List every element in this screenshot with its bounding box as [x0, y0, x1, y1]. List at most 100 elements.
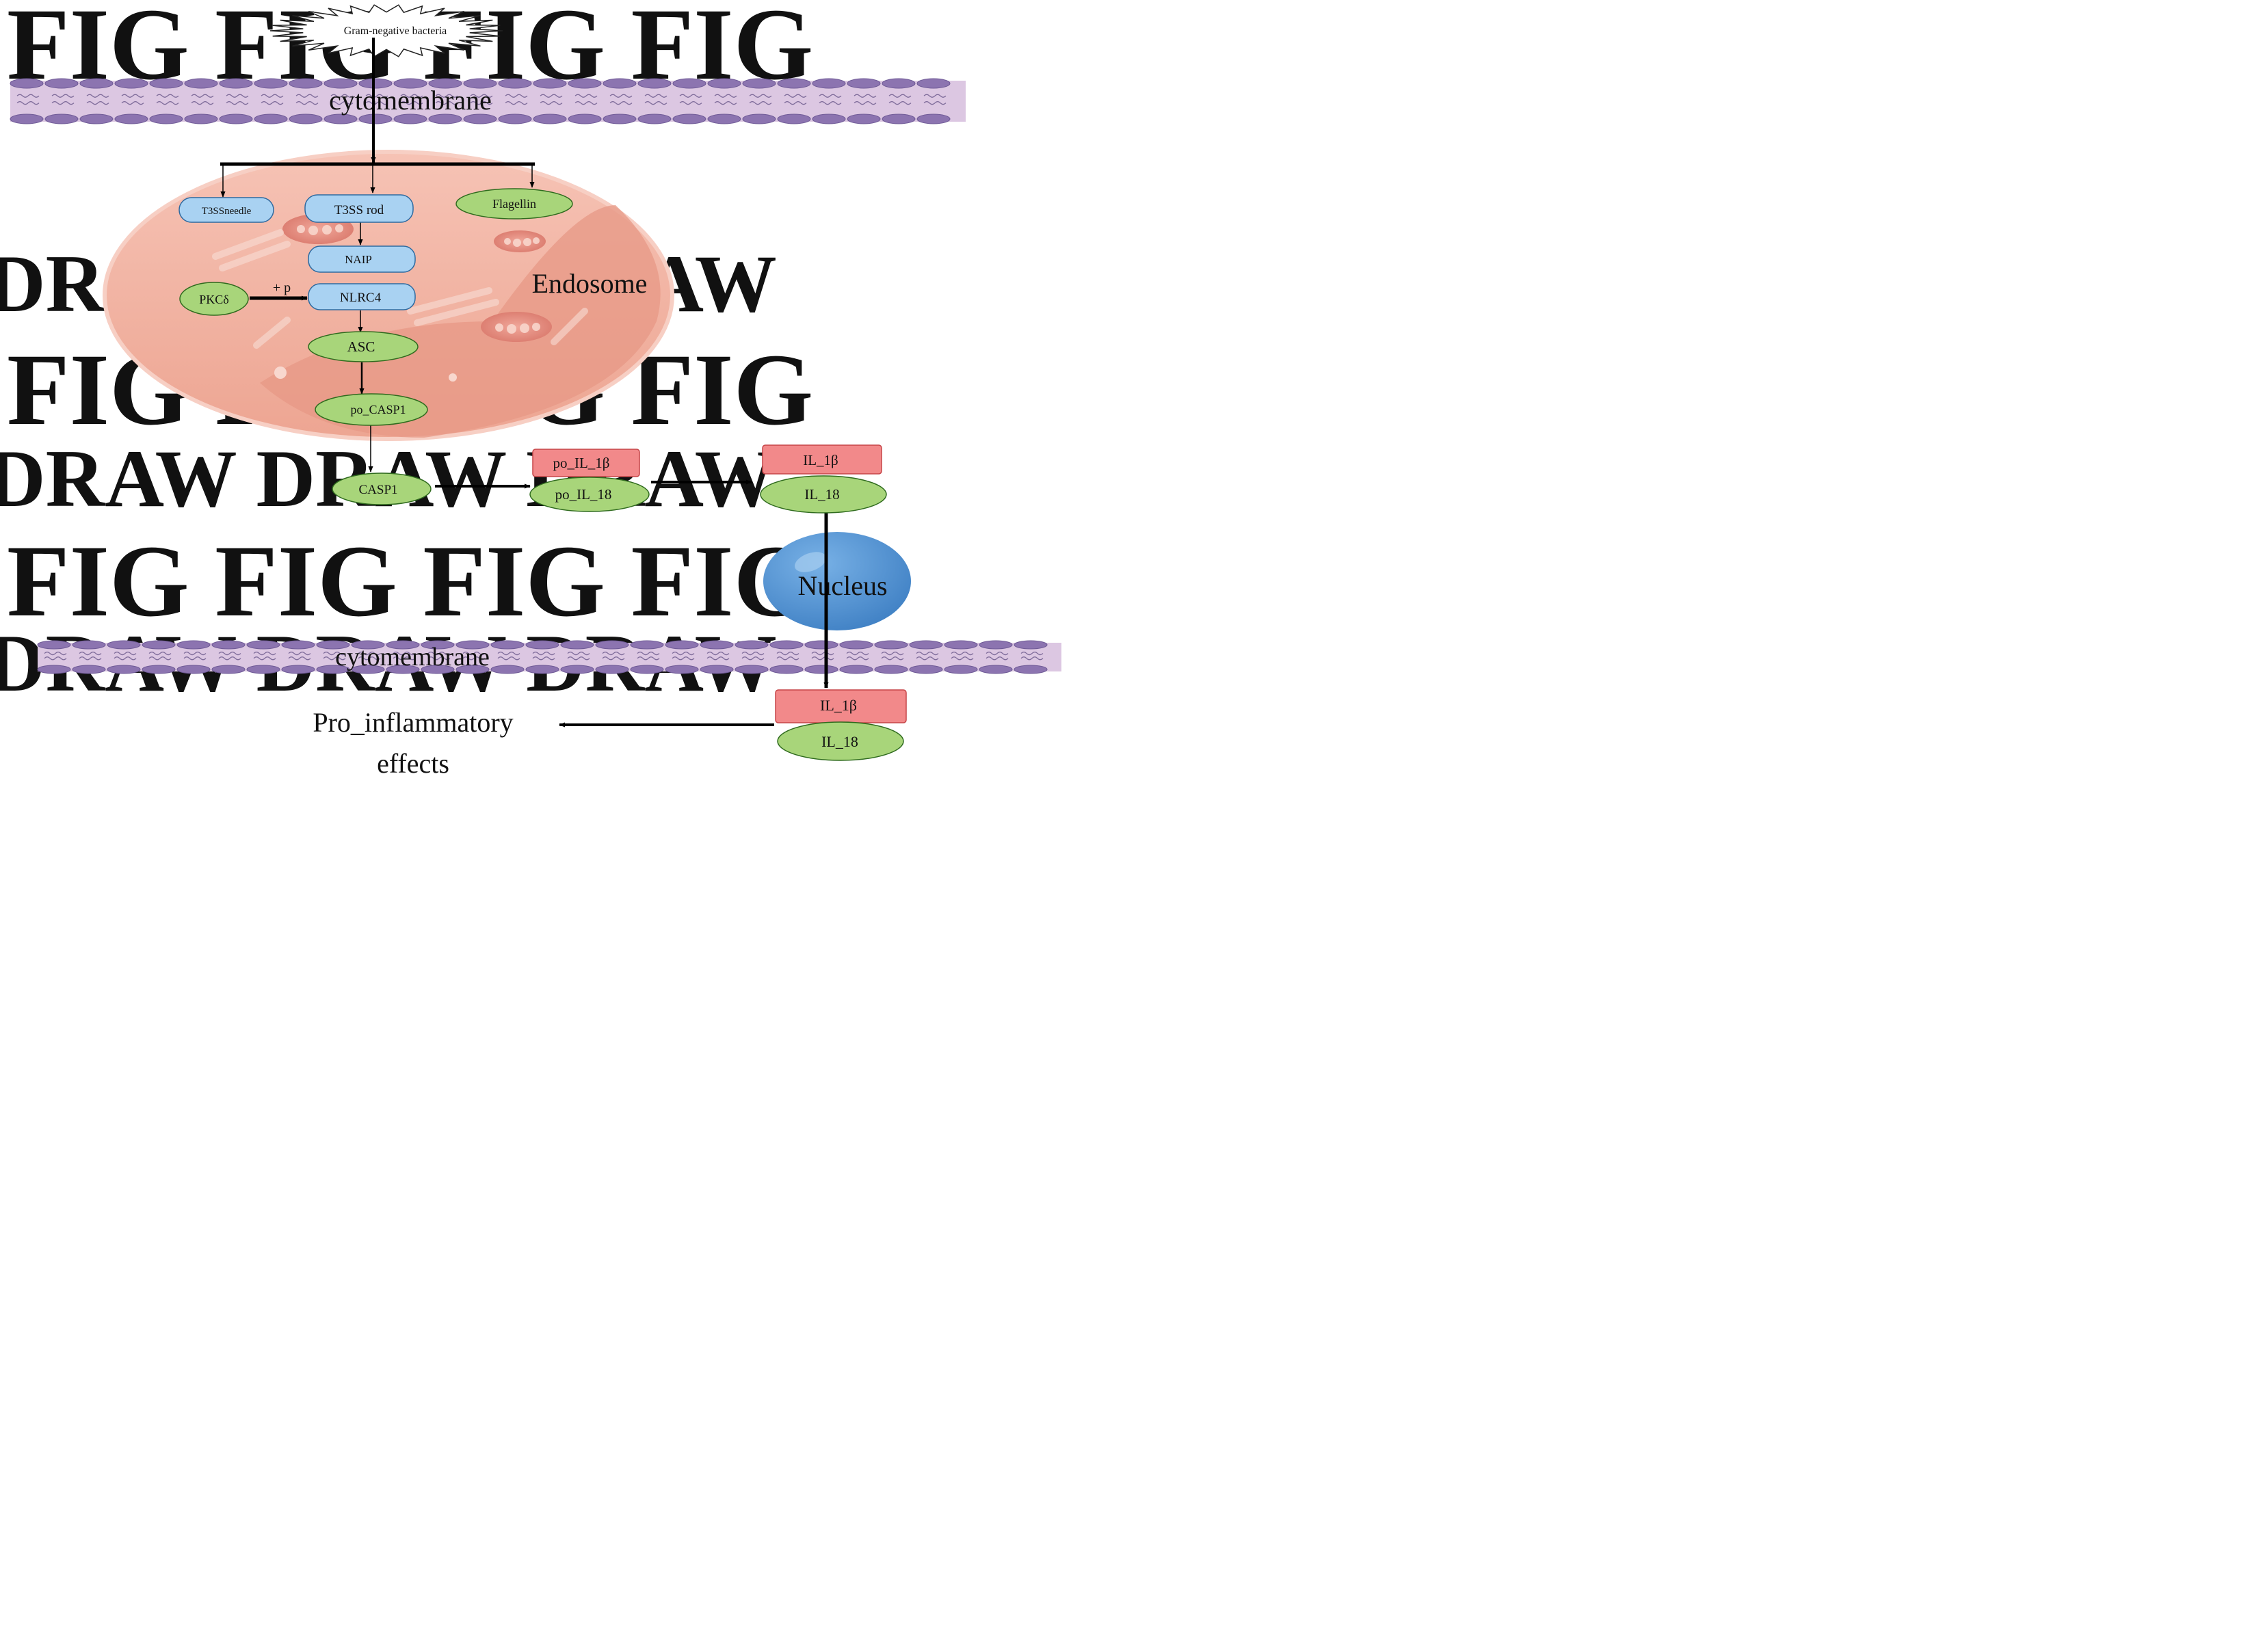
lipid-head	[735, 665, 769, 674]
svg-text:T3SS rod: T3SS rod	[334, 203, 384, 217]
node-po-il1b: po_IL_1β	[532, 449, 640, 477]
node-po-casp1: po_CASP1	[315, 393, 428, 426]
lipid-head	[812, 114, 846, 124]
lipid-head	[525, 640, 559, 650]
lipid-bilayer-top	[10, 78, 951, 124]
lipid-tail	[86, 94, 109, 105]
lipid-tail	[540, 94, 563, 105]
lipid-head	[114, 78, 148, 89]
lipid-head	[393, 78, 427, 89]
lipid-head	[916, 78, 951, 89]
node-il18-out: IL_18	[777, 721, 904, 761]
lipid-head	[700, 640, 734, 650]
lipid-head	[979, 665, 1013, 674]
lipid-tail	[261, 94, 284, 105]
lipid-head	[107, 640, 141, 650]
lipid-tail	[435, 94, 458, 105]
lipid-tail	[602, 652, 625, 661]
lipid-head	[707, 114, 741, 124]
lipid-head	[769, 640, 804, 650]
lipid-tail	[156, 94, 179, 105]
lipid-head	[358, 114, 393, 124]
lipid-tail	[365, 94, 388, 105]
lipid-head	[455, 665, 490, 674]
lipid-head	[568, 114, 602, 124]
lipid-tail	[330, 94, 354, 105]
lipid-head	[665, 640, 699, 650]
lipid-head	[421, 640, 455, 650]
lipid-head	[1014, 640, 1048, 650]
node-nlrc4: NLRC4	[308, 283, 416, 310]
svg-text:IL_1β: IL_1β	[820, 697, 857, 714]
lipid-tail	[637, 652, 660, 661]
lipid-head	[72, 665, 106, 674]
lipid-head	[114, 114, 148, 124]
node-naip: NAIP	[308, 245, 416, 273]
lipid-tail	[400, 94, 423, 105]
svg-text:Flagellin: Flagellin	[492, 197, 536, 211]
lipid-head	[595, 665, 629, 674]
lipid-head	[211, 665, 246, 674]
lipid-tail	[505, 94, 528, 105]
lipid-head	[184, 78, 218, 89]
lipid-tail	[393, 652, 416, 661]
lipid-head	[463, 114, 497, 124]
lipid-head	[742, 78, 776, 89]
lipid-head	[455, 640, 490, 650]
lipid-head	[351, 640, 385, 650]
lipid-head	[463, 78, 497, 89]
lipid-head	[595, 640, 629, 650]
phosphorylation-label: + p	[273, 280, 291, 295]
lipid-head	[498, 114, 532, 124]
lipid-tail	[951, 652, 974, 661]
svg-text:ASC: ASC	[347, 338, 375, 355]
svg-text:NLRC4: NLRC4	[340, 291, 382, 305]
bacteria-label: Gram-negative bacteria	[344, 25, 447, 37]
node-flagellin: Flagellin	[455, 188, 573, 219]
lipid-tail	[706, 652, 730, 661]
lipid-head	[909, 640, 943, 650]
lipid-head	[909, 665, 943, 674]
lipid-head	[72, 640, 106, 650]
svg-text:po_IL_1β: po_IL_1β	[553, 455, 609, 471]
lipid-tail	[881, 652, 904, 661]
lipid-tail	[888, 94, 912, 105]
lipid-head	[630, 665, 664, 674]
lipid-head	[568, 78, 602, 89]
lipid-tail	[776, 652, 799, 661]
lipid-tail	[427, 652, 451, 661]
lipid-head	[79, 78, 114, 89]
cytomembrane-bottom-label: cytomembrane	[335, 643, 490, 671]
lipid-head	[637, 114, 672, 124]
lipid-head	[769, 665, 804, 674]
lipid-tail	[916, 652, 939, 661]
cytomembrane-top: cytomembrane	[10, 78, 966, 124]
lipid-head	[316, 665, 350, 674]
pathway-diagram: FIG FIG FIG FIG DRAW DRAW DRAW FIG FIG F…	[0, 0, 1061, 779]
lipid-head	[603, 78, 637, 89]
lipid-bilayer-bottom	[37, 640, 1048, 674]
endosome-label: Endosome	[532, 268, 648, 299]
lipid-head	[289, 78, 323, 89]
lipid-head	[525, 665, 559, 674]
lipid-head	[358, 78, 393, 89]
lipid-tail	[358, 652, 381, 661]
lipid-head	[804, 640, 838, 650]
lipid-head	[79, 114, 114, 124]
lipid-head	[1014, 665, 1048, 674]
lipid-head	[777, 78, 811, 89]
lipid-head	[490, 665, 525, 674]
lipid-head	[10, 114, 44, 124]
lipid-tail	[567, 652, 590, 661]
svg-text:NAIP: NAIP	[345, 253, 372, 266]
lipid-head	[44, 114, 79, 124]
node-casp1: CASP1	[332, 472, 432, 505]
lipid-head	[637, 78, 672, 89]
lipid-head	[672, 78, 706, 89]
node-t3ss-needle: T3SSneedle	[178, 197, 274, 223]
lipid-head	[142, 640, 176, 650]
lipid-head	[882, 114, 916, 124]
lipid-head	[944, 640, 978, 650]
lipid-head	[533, 114, 567, 124]
lipid-tail	[923, 94, 947, 105]
